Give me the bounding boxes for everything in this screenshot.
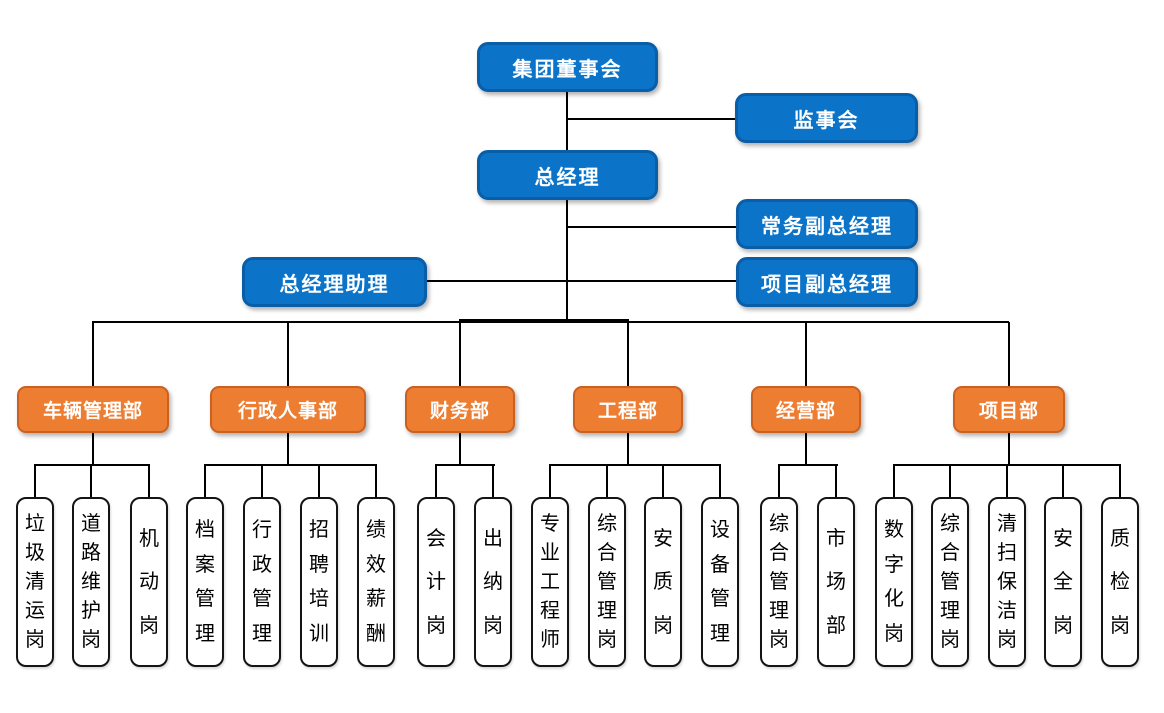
position-box: 会计岗 <box>417 497 455 667</box>
node-general-manager: 总经理 <box>477 150 658 200</box>
connector-line <box>435 464 495 466</box>
connector-line <box>148 465 150 498</box>
connector-line <box>805 322 807 386</box>
connector-line <box>627 433 629 466</box>
dept-vehicle-management: 车辆管理部 <box>17 386 169 433</box>
position-box: 垃圾清运岗 <box>16 497 54 667</box>
connector-line <box>90 465 92 498</box>
connector-line <box>287 322 289 386</box>
connector-line <box>204 464 377 466</box>
connector-line <box>459 319 629 323</box>
position-box: 绩效薪酬 <box>357 497 395 667</box>
connector-line <box>805 433 807 466</box>
position-box: 设备管理 <box>701 497 739 667</box>
connector-line <box>435 465 437 498</box>
connector-line <box>627 322 629 386</box>
connector-line <box>567 118 735 120</box>
node-project-deputy-gm: 项目副总经理 <box>736 257 918 307</box>
connector-line <box>606 465 608 498</box>
connector-line <box>835 465 837 498</box>
connector-line <box>567 226 736 228</box>
position-box: 档案管理 <box>186 497 224 667</box>
dept-admin-hr: 行政人事部 <box>210 386 366 433</box>
connector-line <box>492 465 494 498</box>
position-box: 清扫保洁岗 <box>988 497 1026 667</box>
connector-line <box>287 433 289 466</box>
node-gm-assistant: 总经理助理 <box>242 257 427 307</box>
connector-line <box>549 465 551 498</box>
connector-line <box>92 433 94 466</box>
connector-line <box>893 465 895 498</box>
position-box: 综合管理岗 <box>760 497 798 667</box>
position-box: 机动岗 <box>130 497 168 667</box>
connector-line <box>459 322 461 386</box>
connector-line <box>719 465 721 498</box>
connector-line <box>778 464 838 466</box>
node-exec-deputy-gm: 常务副总经理 <box>736 199 918 249</box>
connector-line <box>34 465 36 498</box>
dept-finance: 财务部 <box>405 386 515 433</box>
connector-line <box>427 280 736 282</box>
position-box: 招聘培训 <box>300 497 338 667</box>
node-supervisory-board: 监事会 <box>735 93 918 143</box>
connector-line <box>261 465 263 498</box>
connector-line <box>778 465 780 498</box>
position-box: 专业工程师 <box>531 497 569 667</box>
position-box: 综合管理岗 <box>588 497 626 667</box>
connector-line <box>375 465 377 498</box>
position-box: 市场部 <box>817 497 855 667</box>
position-box: 出纳岗 <box>474 497 512 667</box>
position-box: 综合管理岗 <box>931 497 969 667</box>
connector-line <box>549 464 721 466</box>
position-box: 数字化岗 <box>875 497 913 667</box>
connector-line <box>318 465 320 498</box>
position-box: 道路维护岗 <box>72 497 110 667</box>
connector-line <box>459 433 461 466</box>
connector-line <box>1008 433 1010 466</box>
connector-line <box>949 465 951 498</box>
connector-line <box>92 322 94 386</box>
connector-line <box>1062 465 1064 498</box>
connector-line <box>566 92 568 322</box>
connector-line <box>34 464 150 466</box>
connector-line <box>1119 465 1121 498</box>
connector-line <box>1008 322 1010 386</box>
connector-line <box>662 465 664 498</box>
position-box: 质检岗 <box>1101 497 1139 667</box>
position-box: 行政管理 <box>243 497 281 667</box>
dept-project: 项目部 <box>953 386 1065 433</box>
connector-line <box>204 465 206 498</box>
node-board: 集团董事会 <box>477 42 658 92</box>
connector-line <box>1006 465 1008 498</box>
dept-operations: 经营部 <box>751 386 861 433</box>
dept-engineering: 工程部 <box>573 386 683 433</box>
position-box: 安全岗 <box>1044 497 1082 667</box>
position-box: 安质岗 <box>644 497 682 667</box>
